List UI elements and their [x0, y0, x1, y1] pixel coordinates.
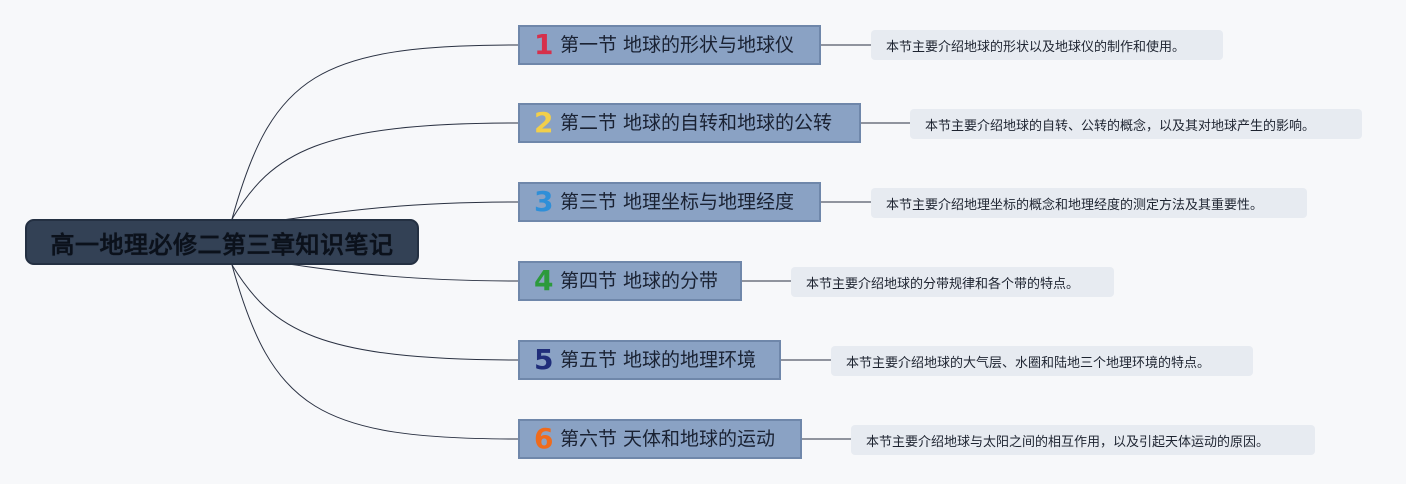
connector-curve	[231, 264, 519, 361]
topic-label: 第六节 天体和地球的运动	[560, 427, 776, 450]
connector-curve	[231, 44, 519, 220]
topic-label: 第五节 地球的地理环境	[560, 348, 757, 371]
topic-label: 第一节 地球的形状与地球仪	[560, 33, 795, 56]
connector-curve	[231, 264, 519, 440]
topic-label: 第三节 地理坐标与地理经度	[560, 190, 795, 213]
note-text: 本节主要介绍地球的形状以及地球仪的制作和使用。	[886, 39, 1186, 55]
note-6[interactable]: 本节主要介绍地球与太阳之间的相互作用，以及引起天体运动的原因。	[851, 425, 1315, 455]
topic-number: 5	[534, 343, 554, 376]
note-text: 本节主要介绍地理坐标的概念和地理经度的测定方法及其重要性。	[886, 197, 1264, 213]
note-2[interactable]: 本节主要介绍地球的自转、公转的概念，以及其对地球产生的影响。	[910, 109, 1362, 139]
topic-3[interactable]: 3 第三节 地理坐标与地理经度	[518, 182, 821, 222]
topic-number: 4	[534, 264, 554, 297]
topic-2[interactable]: 2 第二节 地球的自转和地球的公转	[518, 103, 861, 143]
note-text: 本节主要介绍地球与太阳之间的相互作用，以及引起天体运动的原因。	[866, 434, 1270, 450]
note-1[interactable]: 本节主要介绍地球的形状以及地球仪的制作和使用。	[871, 30, 1223, 60]
topic-number: 2	[534, 106, 554, 139]
note-text: 本节主要介绍地球的自转、公转的概念，以及其对地球产生的影响。	[925, 118, 1316, 134]
topic-number: 3	[534, 185, 554, 218]
root-topic-title: 高一地理必修二第三章知识笔记	[50, 230, 394, 259]
note-4[interactable]: 本节主要介绍地球的分带规律和各个带的特点。	[791, 267, 1114, 297]
topic-4[interactable]: 4 第四节 地球的分带	[518, 261, 742, 301]
topic-1[interactable]: 1 第一节 地球的形状与地球仪	[518, 25, 821, 65]
topic-number: 6	[534, 422, 554, 455]
connector-curve	[231, 122, 519, 220]
topic-label: 第四节 地球的分带	[560, 269, 719, 292]
note-5[interactable]: 本节主要介绍地球的大气层、水圈和陆地三个地理环境的特点。	[831, 346, 1253, 376]
note-text: 本节主要介绍地球的分带规律和各个带的特点。	[806, 276, 1080, 292]
topic-6[interactable]: 6 第六节 天体和地球的运动	[518, 419, 802, 459]
root-topic[interactable]: 高一地理必修二第三章知识笔记	[25, 219, 419, 265]
note-text: 本节主要介绍地球的大气层、水圈和陆地三个地理环境的特点。	[846, 355, 1211, 371]
note-3[interactable]: 本节主要介绍地理坐标的概念和地理经度的测定方法及其重要性。	[871, 188, 1307, 218]
topic-5[interactable]: 5 第五节 地球的地理环境	[518, 340, 781, 380]
topic-label: 第二节 地球的自转和地球的公转	[560, 111, 833, 134]
topic-number: 1	[534, 28, 554, 61]
